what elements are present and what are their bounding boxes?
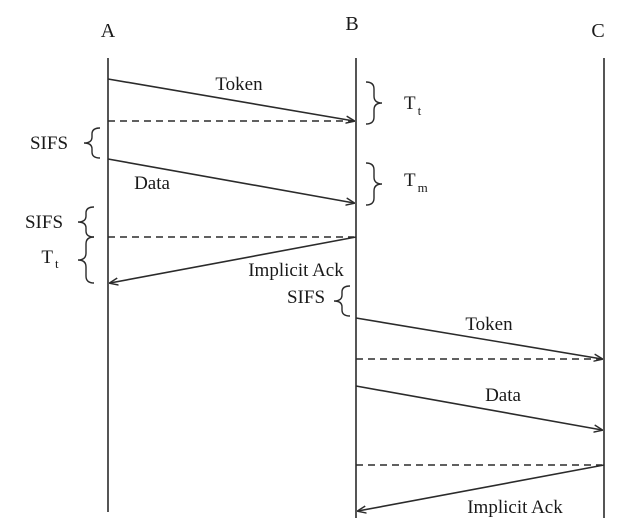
node-a-label: A (101, 20, 116, 42)
arrow-data-a-to-b (107, 158, 354, 203)
node-b-label: B (345, 13, 358, 35)
label-data-a-to-b: Data (134, 173, 170, 194)
brace-sifs-b (333, 285, 351, 317)
label-data-b-to-c: Data (485, 385, 521, 406)
brace-sifs-a-2 (77, 206, 95, 238)
label-ack-c-to-b: Implicit Ack (467, 497, 563, 518)
brace-sifs-a-1 (83, 127, 101, 159)
brace-tm-b (365, 162, 383, 206)
label-sifs-a-1: SIFS (30, 133, 68, 154)
label-token-b-to-c: Token (465, 314, 513, 335)
label-sifs-a-2: SIFS (25, 212, 63, 233)
label-ack-b-to-a: Implicit Ack (248, 260, 344, 281)
arrow-ack-b-to-a (110, 236, 357, 283)
brace-tt-b (365, 81, 383, 125)
arrow-ack-c-to-b (358, 464, 605, 511)
arrow-token-a-to-b (107, 78, 354, 121)
label-token-a-to-b: Token (215, 74, 263, 95)
node-c-label: C (591, 20, 604, 42)
arrow-data-b-to-c (355, 385, 602, 430)
label-sifs-b: SIFS (287, 287, 325, 308)
brace-tt-a (77, 236, 95, 284)
arrow-token-b-to-c (355, 317, 602, 359)
